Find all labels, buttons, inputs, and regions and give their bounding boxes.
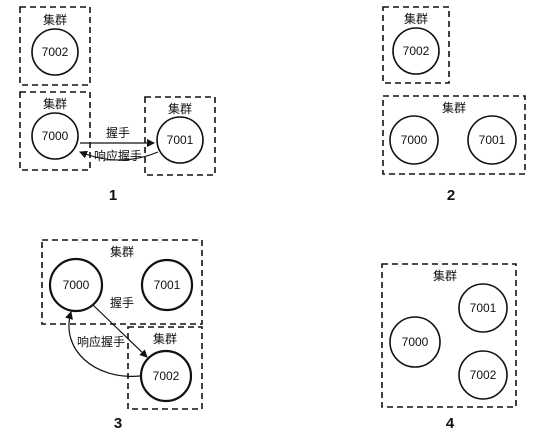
- cluster-box: [41, 239, 203, 325]
- cluster-box: [382, 6, 450, 84]
- panel-2: 集群 7002 集群 7000 7001 2: [382, 6, 526, 204]
- node-circle: [458, 350, 508, 400]
- cluster-box: [19, 91, 91, 171]
- node-label: 7002: [470, 368, 497, 382]
- panel-number: 3: [114, 415, 122, 432]
- node-label: 7001: [154, 278, 181, 292]
- node-label: 7002: [403, 44, 430, 58]
- node-circle: [467, 115, 517, 165]
- node-circle: [140, 258, 194, 312]
- node-label: 7000: [63, 278, 90, 292]
- cluster-title: 集群: [404, 11, 428, 26]
- handshake-arrow: [92, 304, 148, 358]
- node-label: 7001: [470, 301, 497, 315]
- node-circle: [156, 116, 204, 164]
- cluster-title: 集群: [433, 268, 457, 283]
- node-label: 7000: [402, 335, 429, 349]
- cluster-title: 集群: [43, 12, 67, 27]
- response-label: 响应握手: [94, 148, 142, 163]
- node-label: 7002: [153, 369, 180, 383]
- cluster-title: 集群: [153, 331, 177, 346]
- node-label: 7001: [167, 133, 194, 147]
- node-circle: [31, 28, 79, 76]
- node-circle: [389, 316, 441, 368]
- cluster-title: 集群: [442, 100, 466, 115]
- node-label: 7000: [401, 133, 428, 147]
- cluster-title: 集群: [43, 96, 67, 111]
- cluster-title: 集群: [168, 101, 192, 116]
- node-circle: [48, 257, 104, 313]
- panel-number: 2: [447, 187, 455, 204]
- cluster-box: [144, 96, 216, 176]
- node-label: 7001: [479, 133, 506, 147]
- panel-number: 1: [109, 187, 117, 204]
- cluster-box: [382, 95, 526, 175]
- node-circle: [458, 283, 508, 333]
- panel-3: 集群 7000 7001 集群 7002 握手 响应握手 3: [41, 239, 203, 432]
- panel-number: 4: [446, 415, 455, 432]
- node-circle: [139, 349, 193, 403]
- panel-1: 集群 7002 集群 7000 集群 7001 握手 响应握手 1: [19, 6, 216, 204]
- node-circle: [31, 112, 79, 160]
- response-label: 响应握手: [77, 334, 125, 349]
- node-circle: [392, 27, 440, 75]
- response-arrow: [65, 311, 141, 377]
- node-label: 7002: [42, 45, 69, 59]
- cluster-box: [381, 263, 517, 408]
- panel-4: 集群 7000 7001 7002 4: [381, 263, 517, 432]
- handshake-label: 握手: [110, 295, 134, 310]
- node-circle: [389, 115, 439, 165]
- response-arrow: [79, 150, 159, 161]
- cluster-title: 集群: [110, 244, 134, 259]
- node-label: 7000: [42, 129, 69, 143]
- handshake-label: 握手: [106, 125, 130, 140]
- cluster-box: [127, 326, 203, 410]
- cluster-box: [19, 6, 91, 86]
